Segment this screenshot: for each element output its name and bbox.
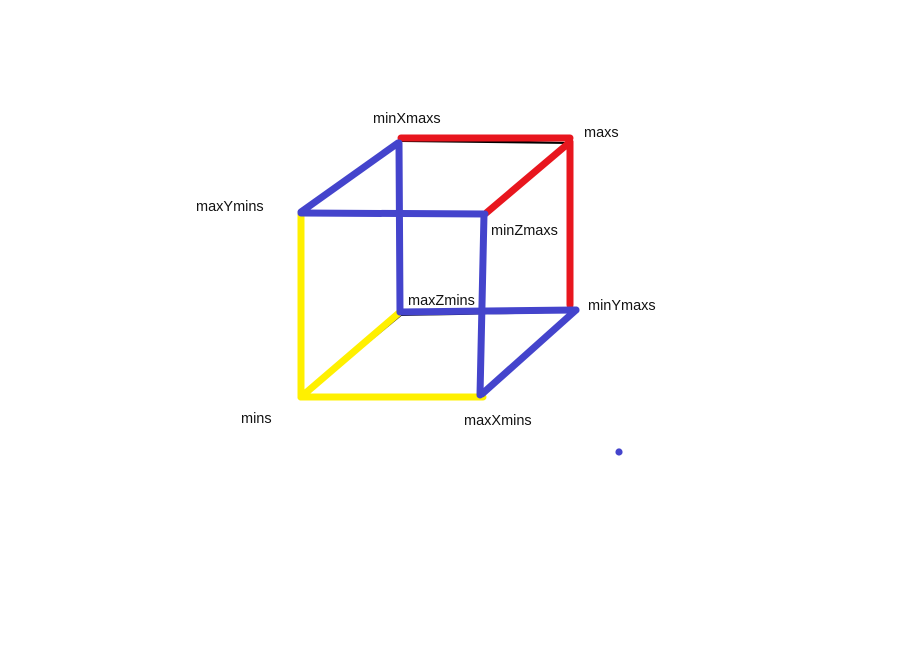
label-maxXmins: maxXmins <box>464 413 532 429</box>
edge-minXmaxs-maxZmins <box>395 139 404 316</box>
edge-mins-maxZmins <box>297 308 404 401</box>
label-minXmaxs: minXmaxs <box>373 111 441 127</box>
edge-maxZmins-minYmaxs <box>396 306 580 316</box>
label-mins: mins <box>241 411 272 427</box>
label-minZmaxs: minZmaxs <box>491 223 558 239</box>
edge-minZmaxs-maxXmins <box>476 210 488 399</box>
stray-dot <box>615 448 623 456</box>
edge-maxs-minZmaxs <box>481 138 574 218</box>
edge-maxYmins-minZmaxs <box>297 209 489 218</box>
edge-maxYmins-minXmaxs <box>297 139 402 216</box>
label-maxs: maxs <box>584 125 619 141</box>
label-minYmaxs: minYmaxs <box>588 298 656 314</box>
label-maxZmins: maxZmins <box>408 293 475 309</box>
edge-maxXmins-minYmaxs <box>478 306 580 398</box>
label-maxYmins: maxYmins <box>196 199 264 215</box>
